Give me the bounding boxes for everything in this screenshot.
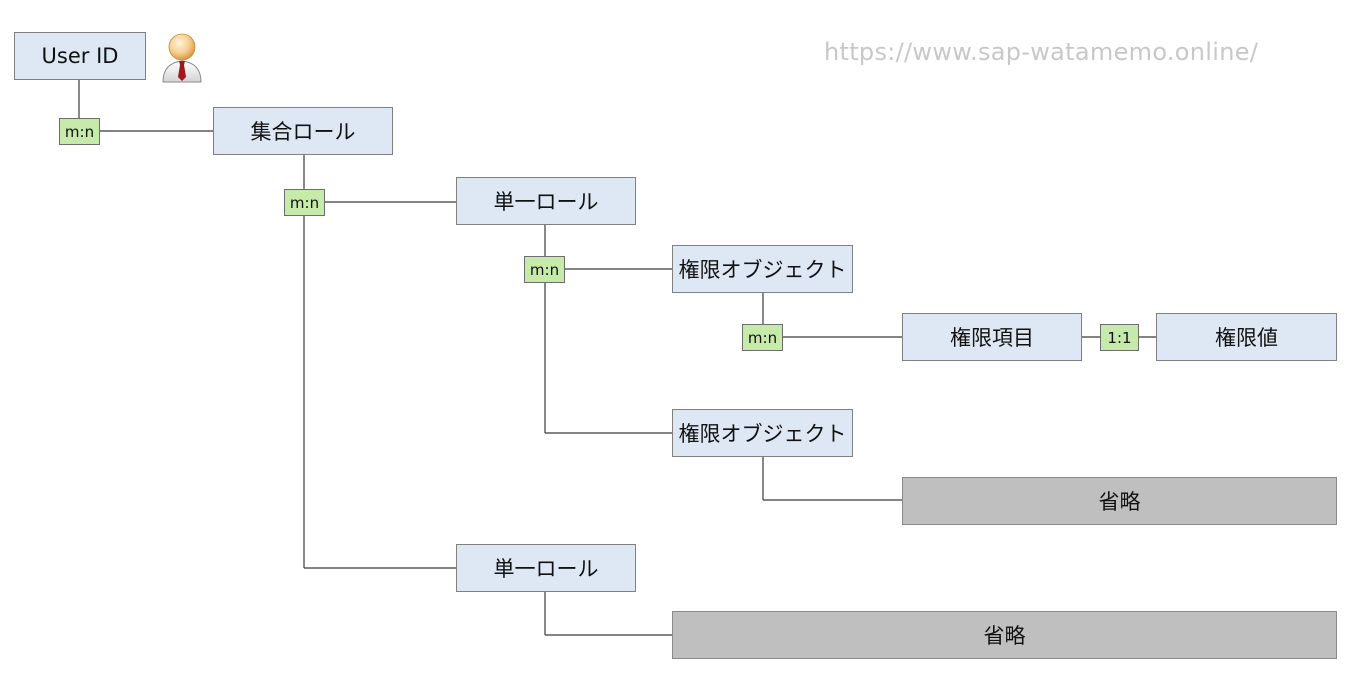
user-person-icon bbox=[162, 33, 202, 83]
auth-field-node: 権限項目 bbox=[902, 313, 1082, 361]
single-role-node: 単一ロール bbox=[456, 177, 636, 225]
user-id-node: User ID bbox=[14, 32, 146, 80]
cardinality-badge: m:n bbox=[59, 118, 100, 145]
auth-value-node: 権限値 bbox=[1156, 313, 1337, 361]
composite-role-node: 集合ロール bbox=[213, 107, 393, 155]
omitted-node: 省略 bbox=[672, 611, 1337, 659]
cardinality-badge: m:n bbox=[742, 324, 783, 351]
auth-object-node: 権限オブジェクト bbox=[672, 245, 853, 293]
auth-object-node: 権限オブジェクト bbox=[672, 409, 853, 457]
cardinality-badge: 1:1 bbox=[1100, 324, 1139, 351]
omitted-node: 省略 bbox=[902, 477, 1337, 525]
site-url-watermark: https://www.sap-watamemo.online/ bbox=[824, 38, 1259, 66]
cardinality-badge: m:n bbox=[284, 189, 325, 216]
cardinality-badge: m:n bbox=[524, 256, 565, 283]
single-role-node: 単一ロール bbox=[456, 544, 636, 592]
